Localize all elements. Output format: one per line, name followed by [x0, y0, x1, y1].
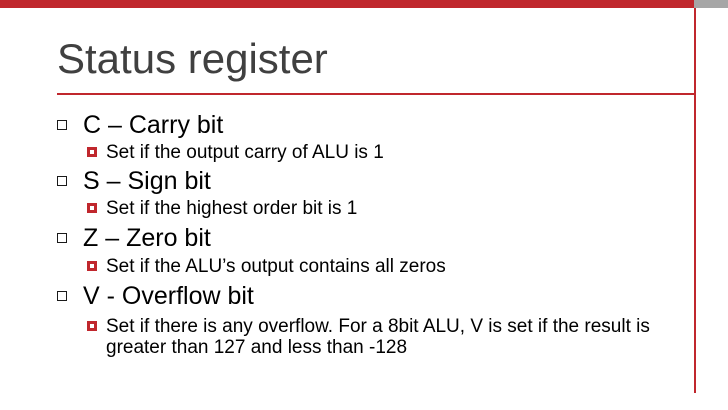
sub-bullet-zero: Set if the ALU’s output contains all zer…	[87, 256, 676, 277]
hollow-square-bullet-icon	[57, 291, 67, 301]
sub-bullet-overflow: Set if there is any overflow. For a 8bit…	[87, 316, 676, 358]
top-bar-red	[0, 0, 694, 8]
bullet-item-carry: C – Carry bit	[57, 110, 223, 140]
bullet-item-zero: Z – Zero bit	[57, 223, 211, 253]
bullet-label: S – Sign bit	[83, 166, 211, 195]
right-vertical-rule	[694, 8, 696, 393]
slide-title: Status register	[57, 35, 328, 82]
filled-square-bullet-icon	[87, 147, 97, 157]
filled-square-bullet-icon	[87, 203, 97, 213]
bullet-label: C – Carry bit	[83, 110, 224, 139]
sub-bullet-text: Set if the output carry of ALU is 1	[106, 142, 384, 163]
sub-bullet-text: Set if the ALU’s output contains all zer…	[106, 256, 446, 277]
bullet-item-overflow: V - Overflow bit	[57, 281, 254, 311]
bullet-label: Z – Zero bit	[83, 223, 211, 252]
sub-bullet-sign: Set if the highest order bit is 1	[87, 198, 676, 219]
top-bar-gray	[694, 0, 728, 8]
hollow-square-bullet-icon	[57, 120, 67, 130]
sub-bullet-text: Set if the highest order bit is 1	[106, 198, 358, 219]
title-underline	[57, 93, 694, 95]
hollow-square-bullet-icon	[57, 176, 67, 186]
bullet-label: V - Overflow bit	[83, 281, 254, 310]
sub-bullet-carry: Set if the output carry of ALU is 1	[87, 142, 676, 163]
top-accent-bar	[0, 0, 728, 8]
sub-bullet-text: Set if there is any overflow. For a 8bit…	[106, 316, 650, 358]
bullet-item-sign: S – Sign bit	[57, 166, 211, 196]
hollow-square-bullet-icon	[57, 233, 67, 243]
filled-square-bullet-icon	[87, 321, 97, 331]
filled-square-bullet-icon	[87, 261, 97, 271]
